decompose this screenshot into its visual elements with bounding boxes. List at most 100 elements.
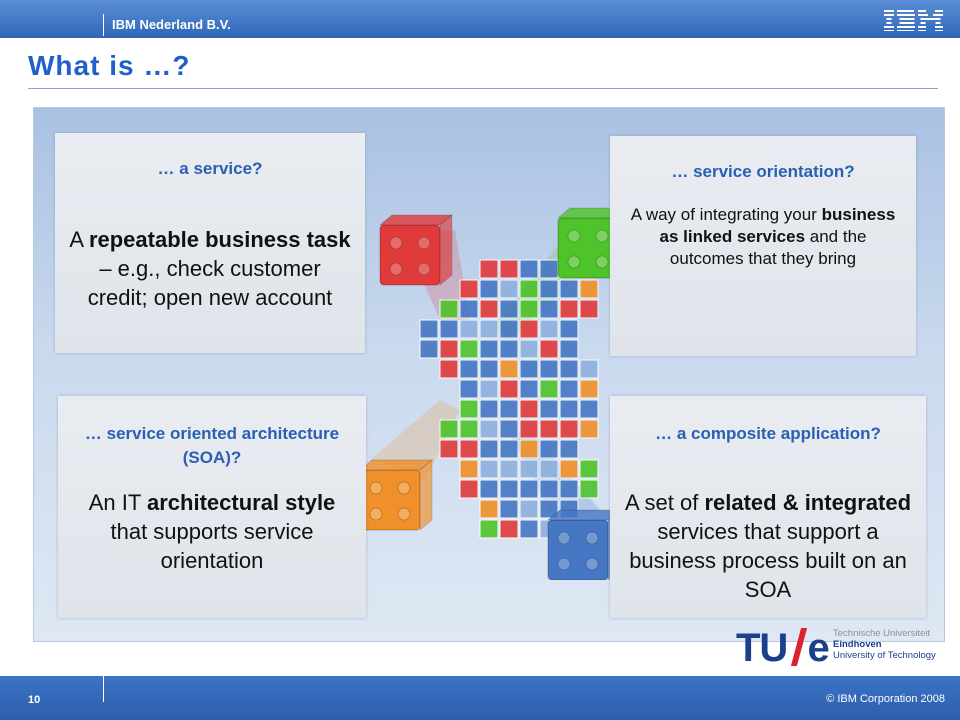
tue-line-3: University of Technology	[833, 650, 936, 661]
grid-cube	[439, 299, 459, 319]
grid-cube	[519, 339, 539, 359]
grid-cube	[539, 299, 559, 319]
grid-cube	[499, 359, 519, 379]
grid-cube	[579, 379, 599, 399]
grid-cube	[559, 479, 579, 499]
grid-cube	[439, 419, 459, 439]
grid-cube	[459, 439, 479, 459]
page-number: 10	[28, 694, 41, 706]
grid-cube	[499, 279, 519, 299]
grid-cube	[539, 439, 559, 459]
grid-cube	[419, 339, 439, 359]
grid-cube	[539, 359, 559, 379]
grid-cube	[479, 499, 499, 519]
grid-cube	[459, 379, 479, 399]
page-title: What is …?	[28, 50, 191, 81]
grid-cube	[499, 339, 519, 359]
grid-cube	[499, 519, 519, 539]
card-service-heading: … a service?	[157, 159, 263, 178]
grid-cube	[499, 299, 519, 319]
grid-cube	[499, 439, 519, 459]
footer-divider	[103, 676, 104, 702]
grid-cube	[579, 419, 599, 439]
grid-cube	[539, 319, 559, 339]
grid-cube	[439, 439, 459, 459]
grid-cube	[519, 519, 539, 539]
grid-cube	[579, 299, 599, 319]
grid-cube	[479, 319, 499, 339]
cube-grid-illustration	[358, 206, 632, 580]
grid-cube	[539, 479, 559, 499]
grid-cube	[559, 359, 579, 379]
card-service-orientation: … service orientation? A way of integrat…	[610, 136, 916, 356]
tue-logo-mark: TU e	[736, 626, 830, 670]
grid-cube	[519, 439, 539, 459]
header-divider	[103, 14, 104, 36]
grid-cube	[519, 459, 539, 479]
grid-cube	[479, 379, 499, 399]
grid-cube	[459, 459, 479, 479]
tue-logo-text: Technische Universiteit Eindhoven Univer…	[833, 628, 936, 661]
copyright: © IBM Corporation 2008	[826, 693, 945, 705]
grid-cube	[519, 279, 539, 299]
grid-cube	[499, 499, 519, 519]
grid-cube	[559, 379, 579, 399]
card-service: … a service? A repeatable business task …	[55, 133, 365, 353]
grid-cube	[479, 419, 499, 439]
grid-cube	[459, 419, 479, 439]
grid-cube	[479, 299, 499, 319]
grid-cube	[459, 299, 479, 319]
grid-cube	[459, 319, 479, 339]
grid-cube	[439, 319, 459, 339]
grid-cube	[479, 339, 499, 359]
card-service-orientation-body: A way of integrating your business as li…	[630, 205, 896, 268]
lego-cube-orange-icon	[358, 458, 434, 532]
grid-cube	[579, 399, 599, 419]
grid-cube	[459, 479, 479, 499]
grid-cube	[519, 379, 539, 399]
grid-cube	[479, 399, 499, 419]
grid-cube	[459, 339, 479, 359]
card-composite-heading: … a composite application?	[655, 424, 881, 443]
lego-cube-red-icon	[378, 213, 454, 287]
grid-cube	[419, 319, 439, 339]
grid-cube	[519, 259, 539, 279]
grid-cube	[539, 459, 559, 479]
grid-cube	[499, 479, 519, 499]
grid-cube	[499, 399, 519, 419]
grid-cube	[439, 359, 459, 379]
grid-cube	[559, 319, 579, 339]
grid-cube	[539, 379, 559, 399]
grid-cube	[459, 279, 479, 299]
grid-cube	[579, 359, 599, 379]
grid-cube	[559, 399, 579, 419]
grid-cube	[539, 499, 559, 519]
grid-cube	[439, 339, 459, 359]
grid-cube	[559, 339, 579, 359]
card-service-body: A repeatable business task – e.g., check…	[69, 227, 351, 310]
grid-cube	[579, 459, 599, 479]
grid-cube	[479, 439, 499, 459]
card-composite-body: A set of related & integrated services t…	[624, 490, 912, 602]
grid-cube	[579, 279, 599, 299]
grid-cube	[539, 339, 559, 359]
ibm-logo-icon	[884, 10, 943, 31]
grid-cube	[519, 399, 539, 419]
grid-cube	[519, 479, 539, 499]
tue-logo: TU e Technische Universiteit Eindhoven U…	[736, 626, 950, 670]
grid-cube	[559, 459, 579, 479]
tue-line-2: Eindhoven	[833, 639, 882, 650]
grid-cube	[499, 419, 519, 439]
grid-cube	[459, 399, 479, 419]
card-soa-heading: … service oriented architecture (SOA)?	[84, 424, 340, 467]
grid-cube	[539, 419, 559, 439]
grid-cube	[499, 319, 519, 339]
card-service-orientation-heading: … service orientation?	[671, 162, 855, 181]
grid-cube	[519, 319, 539, 339]
footer-bar: 10 © IBM Corporation 2008	[0, 676, 960, 720]
grid-cube	[499, 379, 519, 399]
card-composite-application: … a composite application? A set of rela…	[610, 396, 926, 618]
card-soa: … service oriented architecture (SOA)? A…	[58, 396, 366, 618]
grid-cube	[519, 359, 539, 379]
grid-cube	[519, 299, 539, 319]
